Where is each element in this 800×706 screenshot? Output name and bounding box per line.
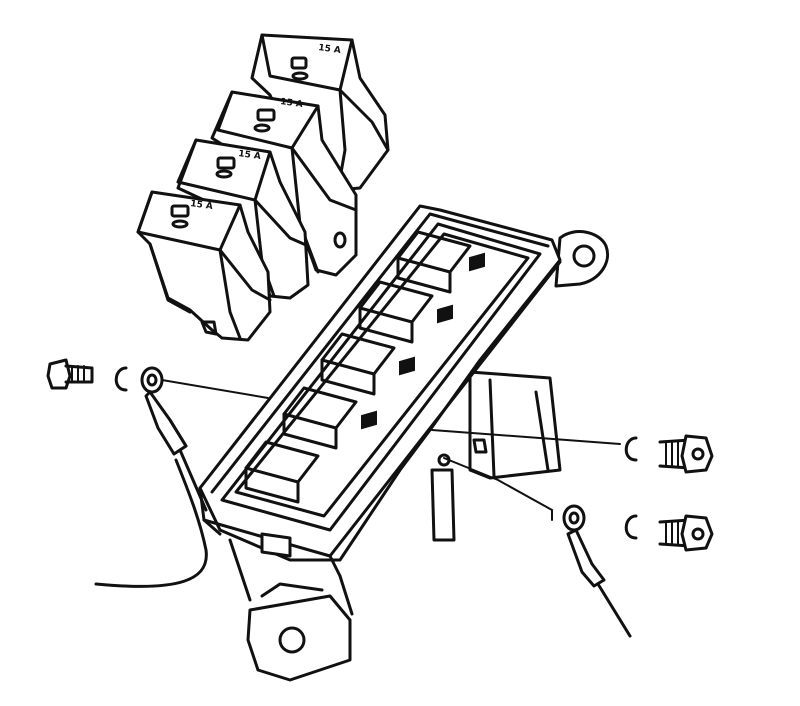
ground-wire-left	[94, 458, 208, 588]
relay-box-base	[198, 204, 609, 682]
right-upper-leader-line	[431, 429, 621, 445]
body-screw-hole	[437, 453, 451, 467]
relay-2-rating-label: 15 A	[238, 149, 262, 162]
right-lower-bolt	[658, 514, 714, 552]
right-upper-lock-washer	[624, 436, 638, 462]
relay-4-rating-label: 15 A	[318, 43, 342, 56]
right-ring-terminal	[562, 504, 632, 638]
left-bolt	[46, 358, 94, 390]
relay-1-rating-label: 15 A	[190, 199, 214, 212]
relay-3-rating-label: 15 A	[280, 97, 304, 110]
relay-1: 15 A	[136, 190, 272, 342]
right-upper-bolt	[658, 434, 714, 474]
left-lock-washer	[114, 366, 128, 392]
right-lower-lock-washer	[624, 514, 638, 540]
left-leader-line	[161, 379, 269, 399]
right-lower-leader-line	[443, 457, 553, 521]
left-ring-terminal	[140, 366, 208, 512]
